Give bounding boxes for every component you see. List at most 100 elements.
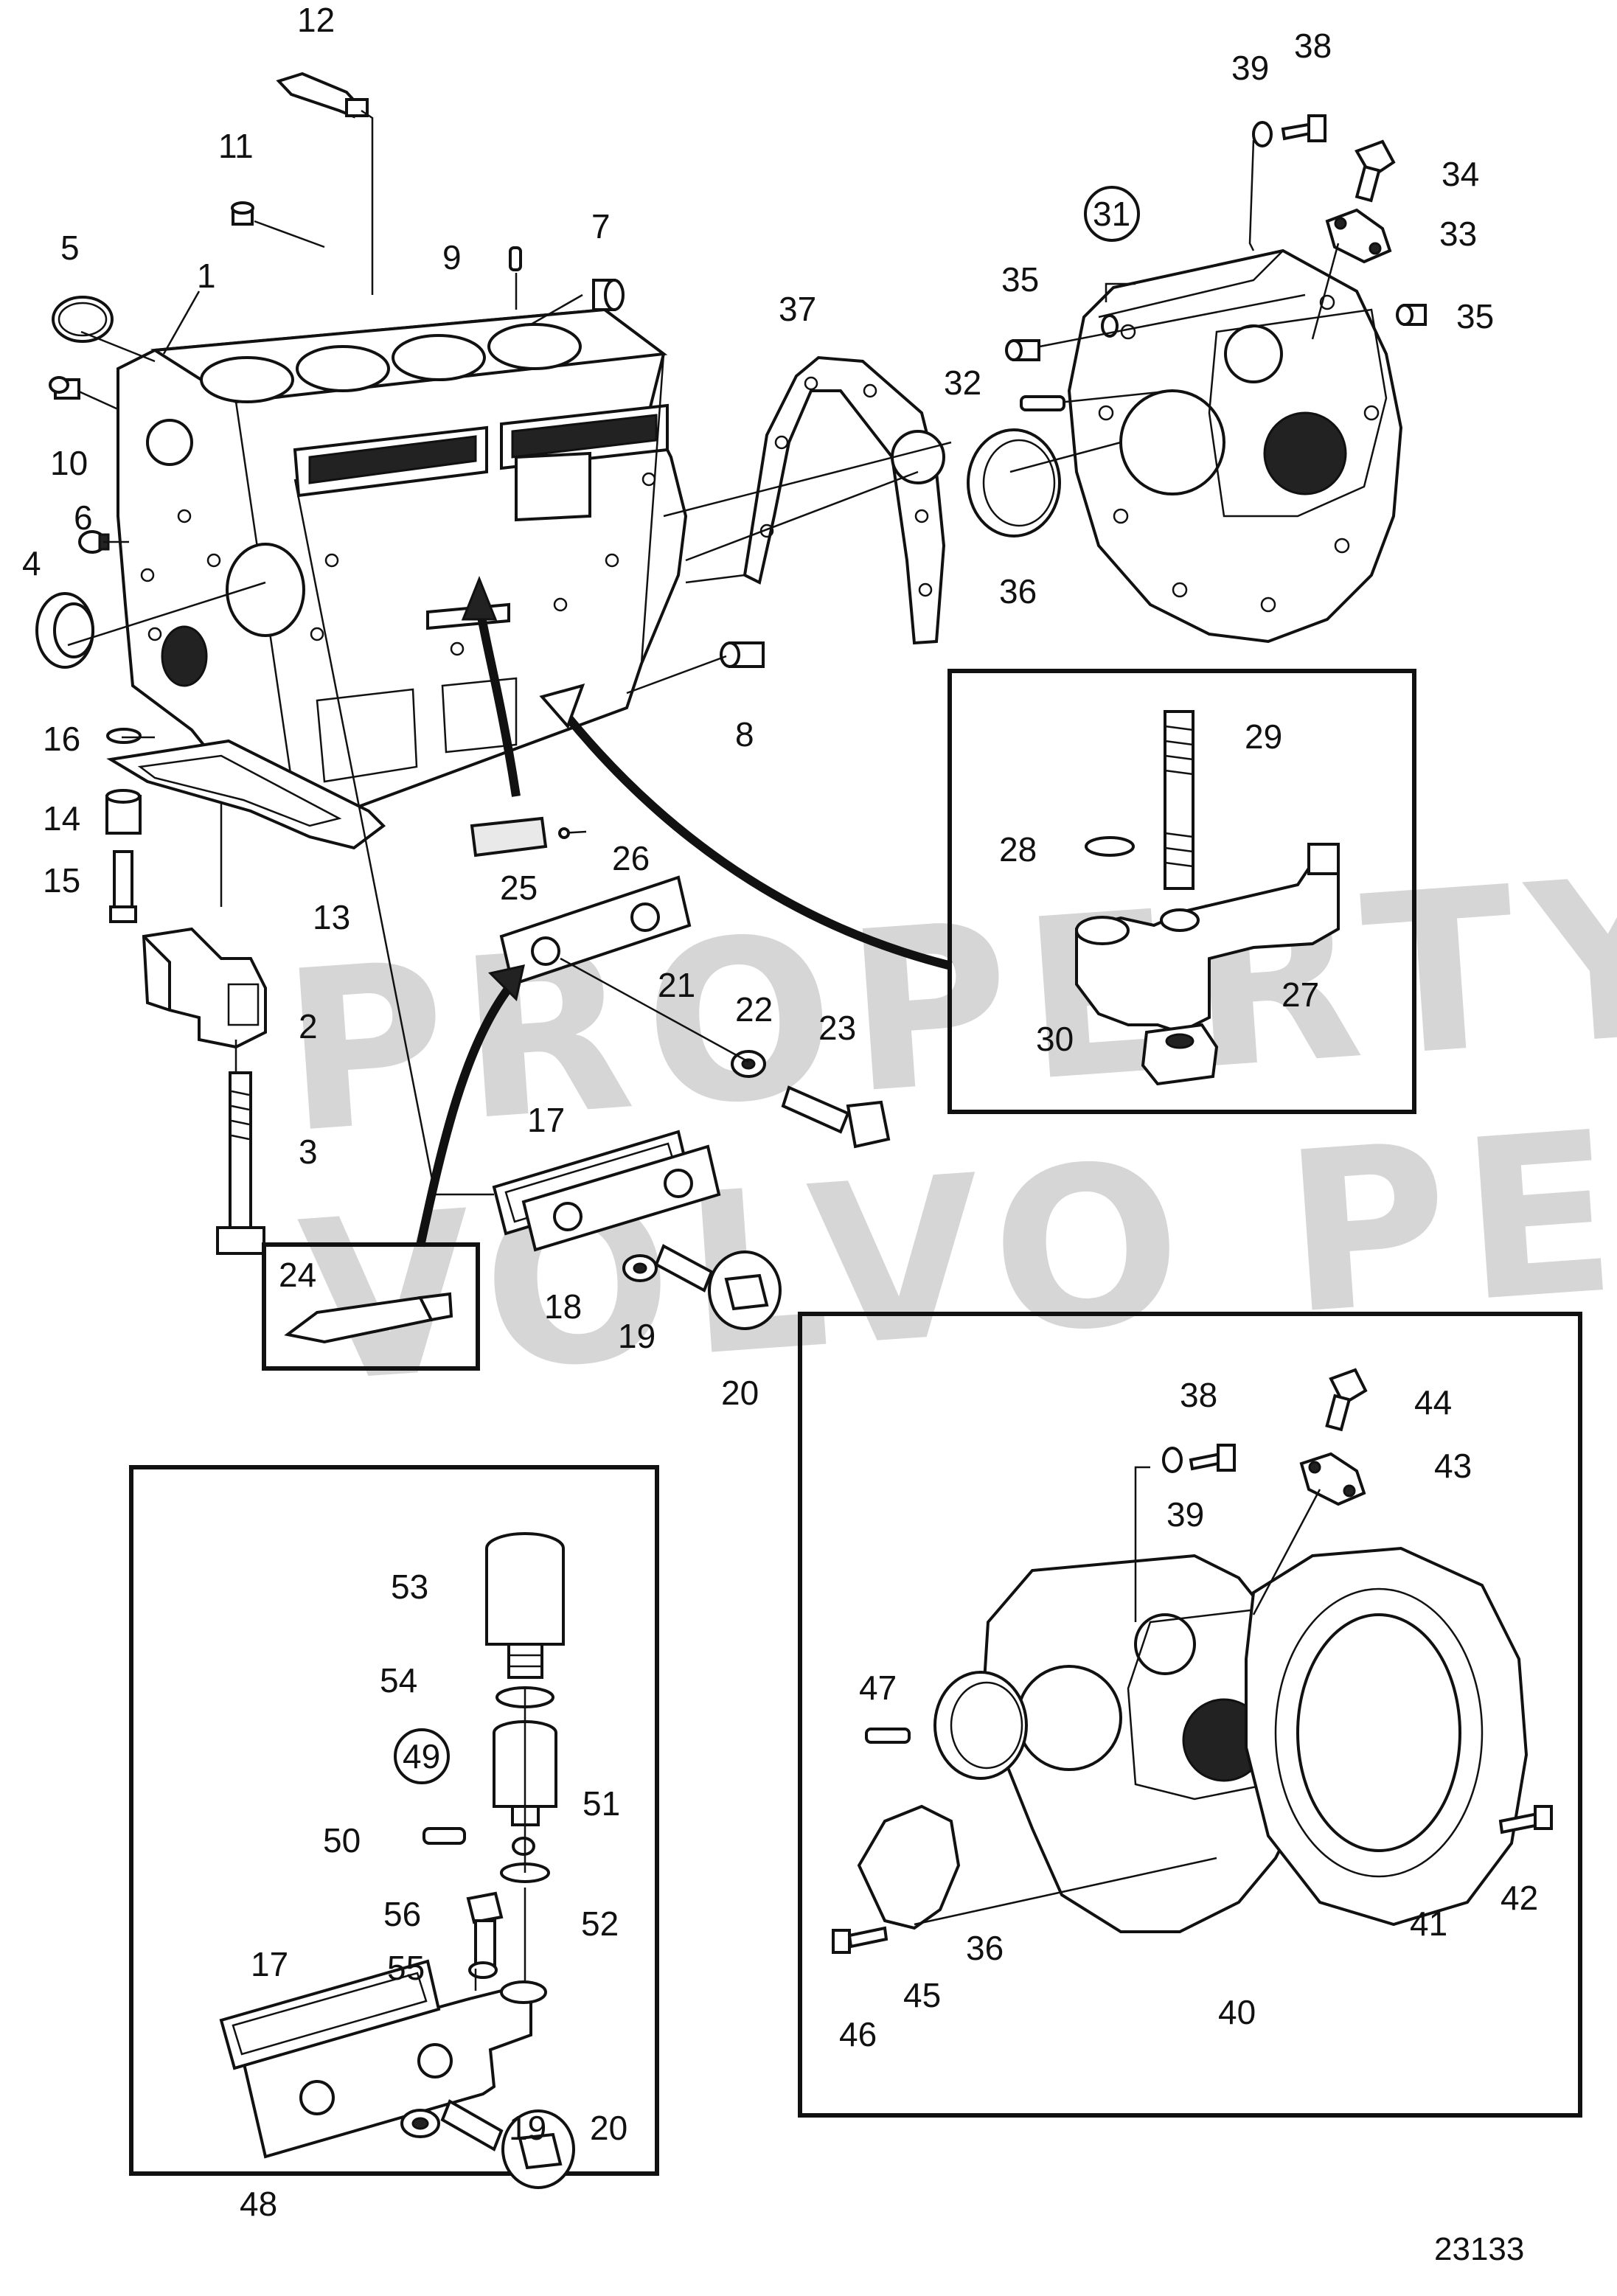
adapter-pin	[422, 1827, 466, 1845]
label-51: 51	[583, 1784, 620, 1823]
label-34: 34	[1442, 155, 1479, 193]
pin-alt	[865, 1728, 911, 1744]
label-35-right: 35	[1456, 297, 1494, 335]
housing-variant-box	[798, 1312, 1582, 2118]
label-17-box: 17	[251, 1945, 288, 1983]
label-12: 12	[297, 1, 335, 39]
oil-pan-bolt	[109, 850, 137, 923]
cover-plate-round	[857, 1804, 961, 1930]
label-39-top: 39	[1231, 49, 1269, 87]
leader-lines	[67, 109, 1340, 1991]
lifting-eye-alt	[1299, 1452, 1366, 1506]
label-53: 53	[391, 1568, 428, 1606]
label-17-top: 17	[527, 1101, 565, 1139]
adapter-gasket	[219, 1959, 441, 2070]
label-7: 7	[591, 207, 611, 246]
adapter-banjo-bolt	[440, 2099, 575, 2189]
lifting-eye-bolt-alt	[1325, 1368, 1368, 1432]
label-19-box: 19	[509, 2109, 546, 2147]
bell-housing	[1245, 1546, 1529, 1927]
adapter-cover	[241, 1980, 547, 2159]
side-cover	[521, 1144, 721, 1252]
bolt-alt-42	[1498, 1805, 1553, 1834]
crankshaft-seal-rear	[967, 428, 1061, 538]
circle-49	[394, 1728, 450, 1784]
callout-labels: 1 2 3 4 5 6 7 8 9 10 11 12 13 14 15 16 1…	[22, 1, 1538, 2223]
label-24: 24	[279, 1256, 316, 1294]
crankshaft-seal-front	[35, 592, 94, 669]
label-4: 4	[22, 544, 41, 582]
label-23: 23	[818, 1009, 856, 1047]
label-11: 11	[218, 127, 254, 165]
label-25: 25	[500, 869, 538, 907]
label-42: 42	[1500, 1879, 1538, 1917]
label-26: 26	[612, 839, 650, 877]
oil-pan-gasket	[106, 739, 386, 850]
label-54: 54	[380, 1661, 417, 1700]
label-21: 21	[658, 966, 695, 1004]
label-55: 55	[387, 1949, 425, 1987]
label-35-left: 35	[1001, 260, 1039, 299]
temperature-sender	[276, 72, 369, 119]
spacer-sleeve	[105, 789, 142, 835]
lifting-eye-bolt	[1355, 139, 1396, 203]
label-15: 15	[43, 861, 80, 900]
housing-bolt	[1281, 114, 1326, 142]
pump-bracket	[1075, 843, 1340, 1034]
filter-adapter-box	[129, 1465, 659, 2189]
sealant-box	[262, 1242, 480, 1371]
label-33: 33	[1439, 215, 1477, 253]
label-8: 8	[735, 715, 754, 754]
core-plug	[592, 279, 625, 311]
engine-block	[117, 307, 688, 813]
label-36-box: 36	[966, 1929, 1004, 1967]
label-48: 48	[240, 2185, 277, 2223]
indicator-arrows	[416, 575, 953, 1248]
label-30: 30	[1036, 1020, 1074, 1058]
label-14: 14	[43, 799, 80, 838]
main-bearing-cap	[142, 927, 267, 1049]
label-27: 27	[1282, 975, 1319, 1014]
label-47: 47	[859, 1669, 897, 1707]
adapter-washer	[468, 1961, 498, 1979]
banjo-bolt	[654, 1244, 782, 1330]
label-20-box: 20	[590, 2109, 627, 2147]
stud	[1164, 710, 1195, 890]
label-41: 41	[1410, 1904, 1447, 1943]
label-56: 56	[383, 1895, 421, 1933]
label-5: 5	[60, 229, 80, 267]
label-32: 32	[944, 363, 981, 402]
housing-bolt-alt	[1189, 1444, 1236, 1472]
block-bolt-holes	[140, 472, 656, 656]
label-49: 49	[403, 1737, 440, 1775]
oil-pump-bracket-box	[947, 669, 1416, 1114]
label-37: 37	[779, 290, 816, 328]
label-3: 3	[299, 1133, 318, 1171]
label-2: 2	[299, 1007, 318, 1046]
small-cover	[470, 816, 548, 857]
small-screw	[558, 827, 587, 839]
plug-side	[720, 641, 765, 668]
label-40: 40	[1218, 1993, 1256, 2031]
label-19-top: 19	[618, 1317, 656, 1355]
small-dowel	[1101, 314, 1119, 338]
adapter-seal-washer	[512, 1837, 535, 1856]
o-ring-small	[1085, 836, 1135, 857]
nipple-fitting	[49, 376, 80, 400]
adapter-bolt	[466, 1891, 504, 1966]
label-13: 13	[313, 898, 350, 936]
label-6: 6	[74, 498, 93, 537]
drain-plug	[231, 201, 254, 226]
label-38-top: 38	[1294, 27, 1332, 65]
label-10: 10	[50, 444, 88, 482]
nut	[1141, 1023, 1219, 1086]
circle-31	[1084, 186, 1140, 242]
label-36-top: 36	[999, 572, 1037, 610]
label-16: 16	[43, 720, 80, 758]
guide-pin	[1020, 395, 1065, 411]
label-18: 18	[544, 1287, 582, 1326]
label-38-box: 38	[1180, 1376, 1217, 1414]
housing-bolt-holes	[1098, 294, 1380, 613]
label-52: 52	[581, 1904, 619, 1943]
